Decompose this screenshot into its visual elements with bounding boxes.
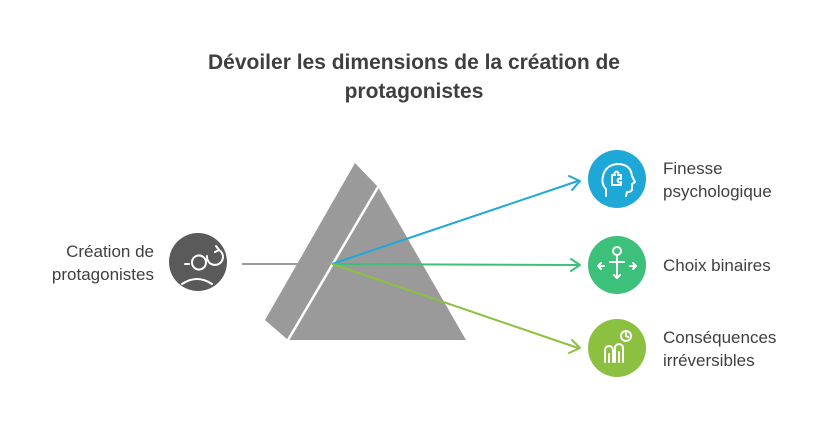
prism-back-face — [265, 163, 378, 340]
arrowhead-consequences — [568, 339, 581, 354]
output-label-consequences: Conséquences irréversibles — [663, 326, 776, 372]
arrowhead-choix — [570, 258, 581, 272]
output-2-line-1: Choix binaires — [663, 256, 771, 275]
brain-puzzle-icon — [588, 150, 646, 208]
output-1-line-1: Finesse — [663, 159, 723, 178]
beam-choix — [331, 263, 579, 266]
beam-psychologique — [331, 180, 579, 265]
title-line-1: Dévoiler les dimensions de la création d… — [208, 51, 620, 74]
diagram-title: Dévoiler les dimensions de la création d… — [0, 48, 828, 106]
title-line-2: protagonistes — [344, 80, 484, 103]
source-label: Création de protagonistes — [20, 240, 154, 286]
source-label-line-2: protagonistes — [51, 265, 154, 284]
source-label-line-1: Création de — [66, 242, 154, 261]
outgoing-beams — [331, 175, 581, 354]
arrowhead-psychologique — [568, 175, 581, 191]
character-creation-icon — [169, 233, 227, 291]
person-choice-arrows-icon — [588, 236, 646, 294]
output-1-line-2: psychologique — [663, 182, 772, 201]
output-3-line-1: Conséquences — [663, 328, 777, 347]
output-3-line-2: irréversibles — [663, 351, 755, 370]
output-label-psychologique: Finesse psychologique — [663, 157, 772, 203]
beam-consequences — [331, 263, 579, 349]
prism — [265, 163, 466, 341]
hands-clock-icon — [588, 319, 646, 377]
output-label-choix: Choix binaires — [663, 254, 771, 277]
